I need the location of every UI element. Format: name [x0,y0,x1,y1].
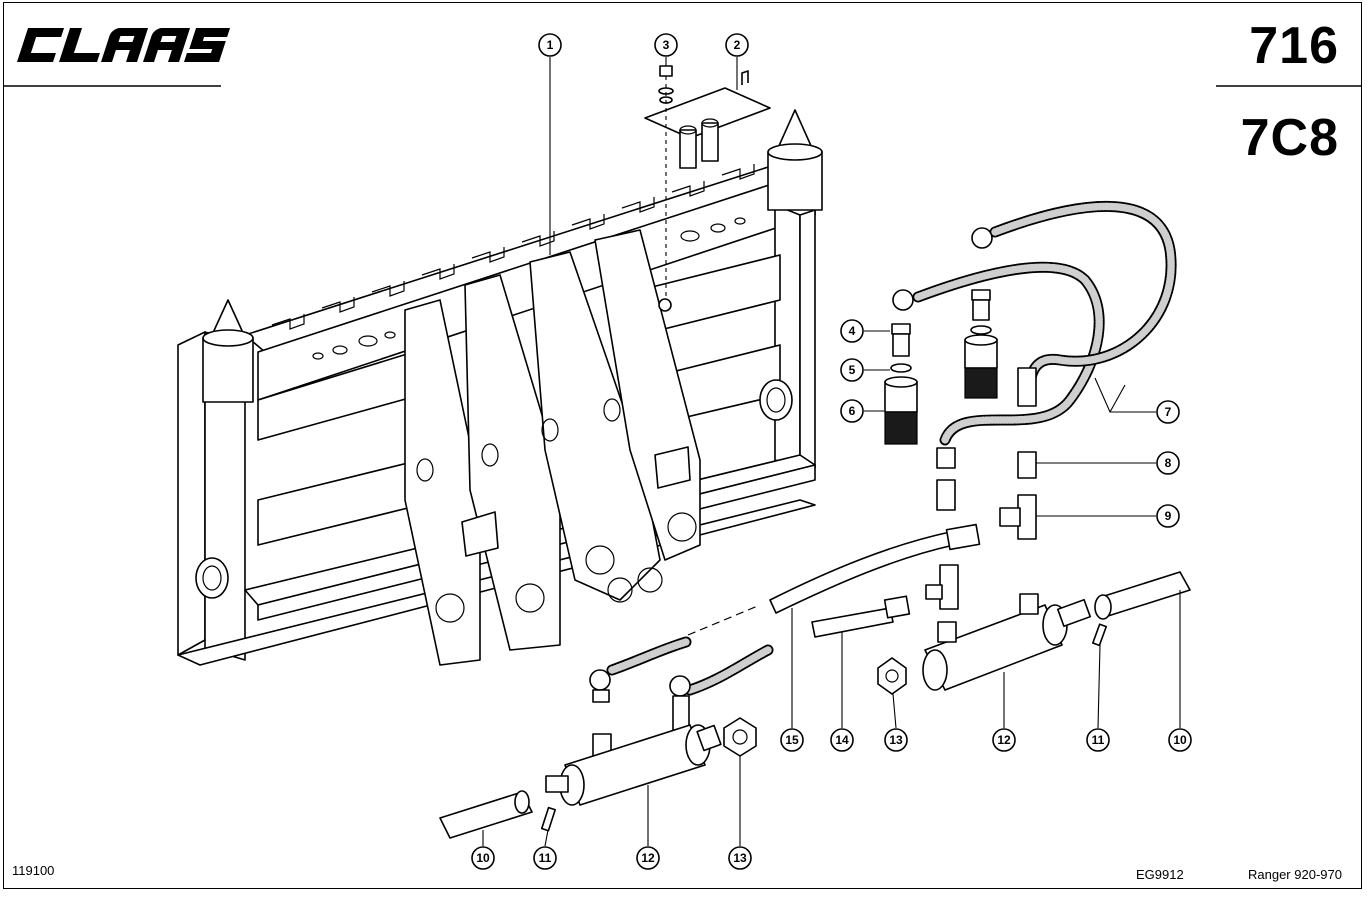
svg-text:3: 3 [663,38,670,52]
callout-8: 8 [1156,451,1180,475]
svg-text:4: 4 [849,324,856,338]
callout-3: 3 [654,33,678,57]
svg-text:12: 12 [641,851,655,865]
svg-text:13: 13 [733,851,747,865]
page-number-bottom: 7C8 [1240,109,1339,167]
svg-text:13: 13 [889,733,903,747]
svg-text:9: 9 [1165,509,1172,523]
callout-14: 14 [830,728,854,752]
svg-text:5: 5 [849,363,856,377]
svg-text:8: 8 [1165,456,1172,470]
callout-7: 7 [1156,400,1180,424]
callout-6: 6 [840,399,864,423]
callout-13-right: 13 [884,728,908,752]
hydraulic-hoses [892,201,1177,469]
callout-12-left: 12 [636,846,660,870]
svg-text:6: 6 [849,404,856,418]
page-number-top: 716 [1249,17,1339,75]
callout-2: 2 [725,33,749,57]
callout-11-right: 11 [1086,728,1110,752]
callout-11-left: 11 [533,846,557,870]
callout-4: 4 [840,319,864,343]
callout-10-left: 10 [471,846,495,870]
svg-text:7: 7 [1165,405,1172,419]
svg-text:1: 1 [547,38,554,52]
leader-lines [482,57,1181,847]
svg-text:10: 10 [1173,733,1187,747]
svg-text:12: 12 [997,733,1011,747]
fittings [925,451,1037,610]
model-label: Ranger 920-970 [1248,867,1342,882]
cylinder-left [439,636,774,839]
footer-code: 119100 [12,863,55,878]
cylinder-right [877,571,1191,695]
pipes [687,523,981,638]
callout-5: 5 [840,358,864,382]
claas-logo [14,22,232,73]
callout-9: 9 [1156,504,1180,528]
svg-text:11: 11 [1092,733,1105,747]
callout-13-left: 13 [728,846,752,870]
callout-1: 1 [538,33,562,57]
svg-text:15: 15 [785,733,799,747]
coupling-set-right [964,289,998,399]
svg-text:14: 14 [835,733,849,747]
callout-10-right: 10 [1168,728,1192,752]
cover-plate [644,70,771,169]
svg-text:10: 10 [476,851,490,865]
svg-text:11: 11 [539,851,552,865]
callout-12-right: 12 [992,728,1016,752]
carrier-frame [177,109,823,666]
coupling-set-left [884,323,918,445]
page-frame [3,2,1362,889]
callout-15: 15 [780,728,804,752]
svg-text:2: 2 [734,38,741,52]
drawing-code: EG9912 [1136,867,1184,882]
